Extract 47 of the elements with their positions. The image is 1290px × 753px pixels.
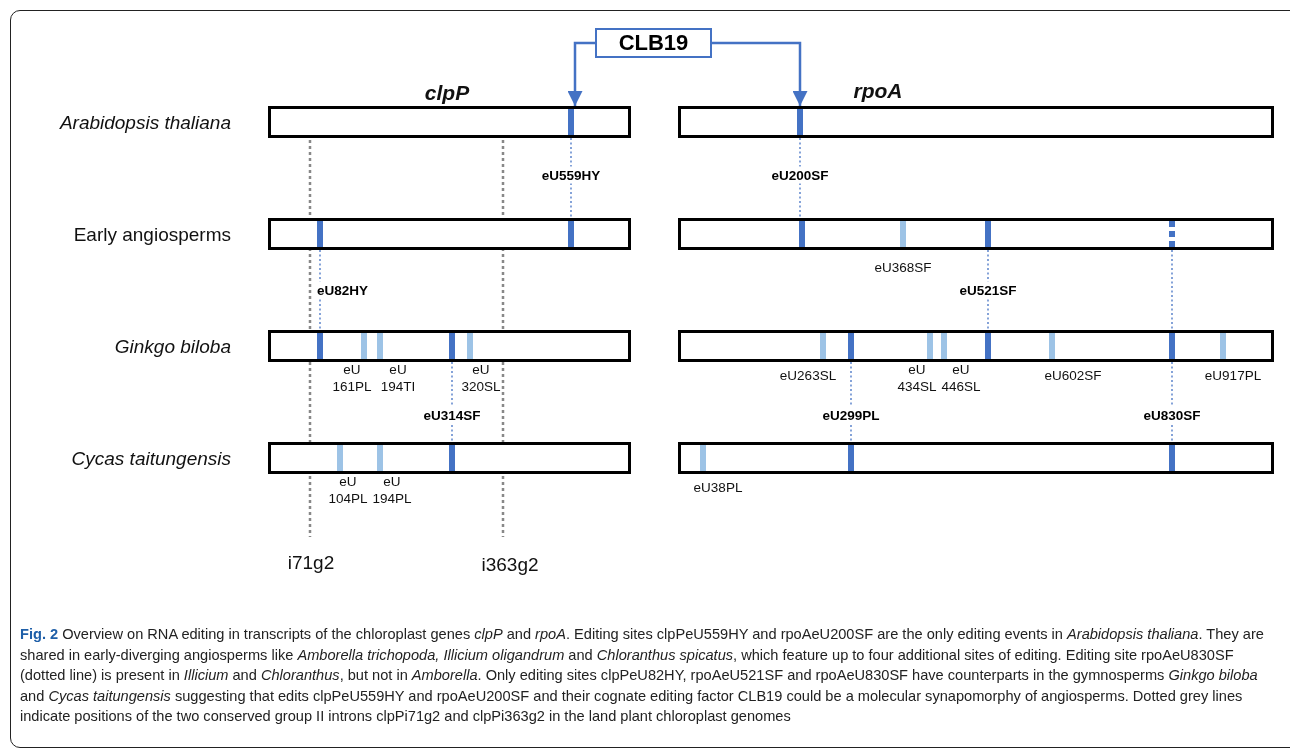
- gene-name: clpP: [424, 79, 470, 106]
- site-label: eU602SF: [1044, 367, 1102, 385]
- site-label: eU263SL: [779, 367, 837, 385]
- site-label: eU 446SL: [941, 362, 981, 396]
- site-label: eU 194TI: [380, 362, 416, 396]
- dotted-connector: [319, 249, 321, 331]
- dotted-connector: [451, 361, 453, 443]
- group-label: Early angiosperms: [73, 223, 231, 247]
- edge-label: eU299PL: [821, 406, 881, 424]
- site-label: eU 161PL: [332, 362, 372, 396]
- gene-bar: [268, 106, 631, 138]
- intron-label: i363g2: [481, 553, 539, 577]
- site-label: eU38PL: [693, 479, 743, 497]
- gene-bar: [678, 218, 1274, 250]
- edge-label: eU559HY: [540, 166, 602, 184]
- edge-label: eU82HY: [316, 281, 370, 299]
- arrow: [567, 41, 595, 106]
- gene-bar: [678, 442, 1274, 474]
- edge-label: eU521SF: [958, 281, 1018, 299]
- dotted-connector: [987, 249, 989, 331]
- species-label: Cycas taitungensis: [71, 447, 231, 471]
- dotted-connector: [1171, 249, 1173, 331]
- gene-bar: [268, 442, 631, 474]
- dotted-connector: [1171, 361, 1173, 443]
- arrow: [712, 41, 808, 106]
- gene-bar: [268, 218, 631, 250]
- dotted-connector: [570, 137, 572, 219]
- site-label: eU 104PL: [328, 474, 368, 508]
- site-label: eU917PL: [1204, 367, 1262, 385]
- dotted-connector: [799, 137, 801, 219]
- species-label: Arabidopsis thaliana: [59, 111, 231, 135]
- protein-box: CLB19: [595, 28, 712, 58]
- gene-bar: [678, 106, 1274, 138]
- site-label: eU 194PL: [372, 474, 412, 508]
- dotted-connector: [850, 361, 852, 443]
- gene-bar: [678, 330, 1274, 362]
- gene-name: rpoA: [853, 77, 903, 104]
- site-label: eU 434SL: [897, 362, 937, 396]
- edge-label: eU200SF: [770, 166, 830, 184]
- gene-bar: [268, 330, 631, 362]
- intron-label: i71g2: [287, 551, 335, 575]
- species-label: Ginkgo biloba: [114, 335, 231, 359]
- edge-label: eU314SF: [422, 406, 482, 424]
- edge-label: eU830SF: [1142, 406, 1202, 424]
- site-label: eU368SF: [874, 259, 932, 277]
- figure-caption: Fig. 2 Overview on RNA editing in transcripts of the chloroplast genes clpP and rpoA. Editing sites clpPeU559HY and rpoAeU200SF are the only editing events in Arabidopsis thaliana. They are shared in early-diverging angiosperms like Amborella trichopoda, Illicium oligandrum and Chloranthus spicatus, which feature up to four additional sites of editing. Editing site rpoAeU830SF (dotted line) is present in Illicium and Chloranthus, but not in Amborella. Only editing sites clpPeU82HY, rpoAeU521SF and rpoAeU830SF have counterparts in the gymnosperms Ginkgo biloba and Cycas taitungensis suggesting that edits clpPeU559HY and rpoAeU200SF and their cognate editing factor CLB19 could be a molecular synapomorphy of angiosperms. Dotted grey lines indicate positions of the two conserved group II introns clpPi71g2 and clpPi363g2 in the land plant chloroplast genomes: [20, 625, 1265, 726]
- site-label: eU 320SL: [461, 362, 501, 396]
